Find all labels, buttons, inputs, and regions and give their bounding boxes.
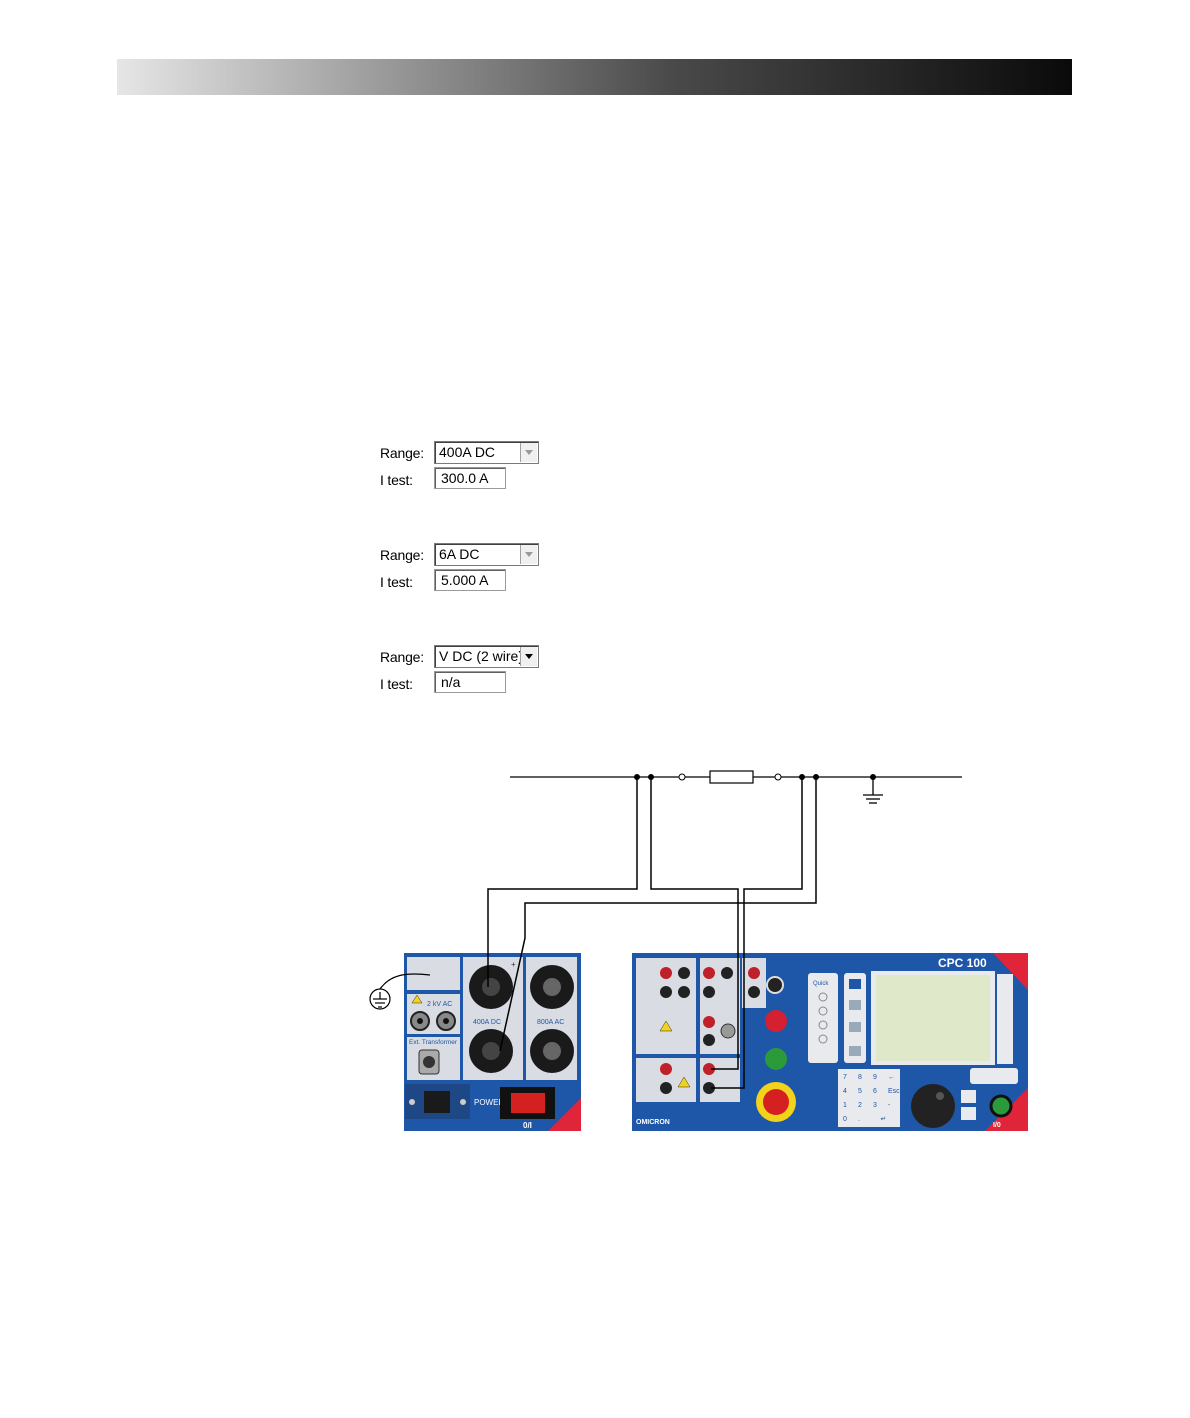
keypad-key[interactable]: 6 xyxy=(873,1088,877,1095)
keypad-key[interactable]: 1 xyxy=(843,1102,847,1109)
label-power: POWER xyxy=(474,1098,504,1107)
ground-icon xyxy=(863,777,883,803)
brand-logo: OMICRON xyxy=(636,1119,670,1126)
terminal-point xyxy=(775,774,781,780)
keypad-key[interactable]: ← xyxy=(888,1074,895,1081)
power-button[interactable] xyxy=(991,1096,1011,1116)
label-power-switch: 0/I xyxy=(523,1121,532,1130)
emergency-stop-button[interactable] xyxy=(763,1089,789,1115)
keypad-key[interactable]: 4 xyxy=(843,1088,847,1095)
keypad-key[interactable]: 8 xyxy=(858,1074,862,1081)
keypad-key[interactable]: 0 xyxy=(843,1116,847,1123)
label-800a-ac: 800A AC xyxy=(537,1019,564,1026)
cpc100-panel: CPC 100 OMICRON Quick xyxy=(632,953,1028,1131)
keypad-key[interactable]: 2 xyxy=(858,1102,862,1109)
terminal-point xyxy=(679,774,685,780)
keypad-key[interactable]: . xyxy=(858,1116,860,1123)
keypad-key[interactable]: 3 xyxy=(873,1102,877,1109)
keypad-key[interactable]: 5 xyxy=(858,1088,862,1095)
resistor-icon xyxy=(710,771,753,783)
power-label: I/0 xyxy=(993,1122,1001,1129)
label-ext-transformer: Ext. Transformer xyxy=(409,1039,458,1046)
start-button[interactable] xyxy=(765,1010,787,1032)
label-400a-dc: 400A DC xyxy=(473,1019,501,1026)
arrow-down-button[interactable] xyxy=(961,1107,976,1120)
stop-button[interactable] xyxy=(765,1048,787,1070)
keypad-key[interactable]: Esc xyxy=(888,1088,900,1095)
keypad-key[interactable]: 7 xyxy=(843,1074,847,1081)
quick-label: Quick xyxy=(813,981,829,987)
keypad-key[interactable]: 9 xyxy=(873,1074,877,1081)
label-2kv-ac: 2 kV AC xyxy=(427,1001,452,1008)
booster-panel: 2 kV AC Ext. Transformer + 400A DC 800A … xyxy=(404,953,581,1131)
svg-text:+: + xyxy=(511,960,516,969)
arrow-up-button[interactable] xyxy=(961,1090,976,1103)
keypad-key[interactable]: ↵ xyxy=(881,1116,887,1123)
cpc-title: CPC 100 xyxy=(938,956,987,970)
